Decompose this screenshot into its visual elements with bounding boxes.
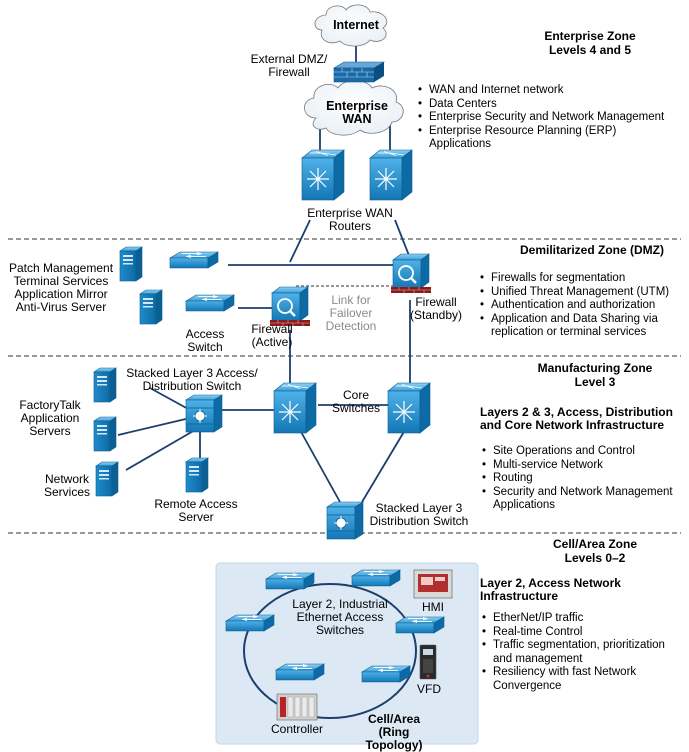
bullet: Enterprise Security and Network Manageme… — [418, 111, 664, 125]
stacked-l3-access-switch — [185, 394, 223, 433]
external-dmz-label: External DMZ/ Firewall — [250, 52, 328, 79]
wan-router-right — [369, 149, 413, 201]
failover-link-label: Link for Failover Detection — [325, 293, 377, 333]
bullet: Security and Network Management — [482, 486, 673, 500]
manufacturing-heading: Layers 2 & 3, Access, Distribution and C… — [480, 405, 673, 432]
patch-management-label: Patch Management Terminal Services Appli… — [8, 261, 114, 314]
cell-zone-title: Cell/Area Zone — [552, 537, 638, 551]
bullet: Real-time Control — [482, 626, 665, 640]
vfd-label: VFD — [417, 682, 441, 696]
cell-bullets: EtherNet/IP traffic Real-time Control Tr… — [482, 612, 665, 693]
dmz-zone-title: Demilitarized Zone (DMZ) — [519, 243, 664, 257]
network-services-label: Network Services — [43, 472, 90, 499]
hmi-device — [413, 569, 453, 599]
cell-heading: Layer 2, Access Network Infrastructure — [480, 576, 621, 603]
firewall-standby — [389, 252, 433, 295]
bullet: Multi-service Network — [482, 459, 673, 473]
bullet-continued: Convergence — [493, 679, 562, 692]
bullet: Application and Data Sharing via — [480, 313, 669, 327]
enterprise-zone-subtitle: Levels 4 and 5 — [548, 43, 632, 57]
ring-topology — [243, 583, 417, 719]
dmz-access-switch — [185, 294, 235, 312]
bullet-continued: Applications — [429, 138, 492, 150]
vfd-device — [419, 644, 437, 680]
controller-label: Controller — [270, 722, 324, 736]
hmi-label: HMI — [422, 600, 444, 614]
ring-switch-3 — [225, 614, 275, 632]
core-switch-left — [273, 382, 317, 434]
firewall-active-label: Firewall (Active) — [251, 322, 293, 349]
bullet: EtherNet/IP traffic — [482, 612, 665, 626]
bullet: Firewalls for segmentation — [480, 272, 669, 286]
patch-server-1 — [119, 246, 143, 282]
factorytalk-server-1 — [93, 367, 117, 403]
bullet: Data Centers — [418, 98, 664, 112]
ring-switch-2 — [351, 569, 401, 587]
dmz-switch-top — [169, 251, 219, 269]
ring-switch-5 — [275, 663, 325, 681]
factorytalk-server-2 — [93, 416, 117, 452]
firewall-standby-label: Firewall (Standby) — [409, 295, 463, 322]
bullet-continued: replication or terminal services — [491, 326, 647, 338]
bullet: Site Operations and Control — [482, 445, 673, 459]
access-switch-label: Access Switch — [185, 327, 225, 354]
stacked-l3-distribution-switch — [326, 501, 364, 540]
ring-switch-6 — [361, 665, 411, 683]
ring-switch-4 — [395, 616, 445, 634]
stacked-l3-dist-label: Stacked Layer 3 Distribution Switch — [369, 501, 469, 528]
cell-area-label: Cell/Area (Ring Topology) — [365, 712, 423, 752]
bullet-continued: Applications — [493, 499, 556, 511]
bullet: Enterprise Resource Planning (ERP) — [418, 125, 664, 139]
bullet: Unified Threat Management (UTM) — [480, 286, 669, 300]
enterprise-wan-label: Enterprise WAN — [326, 99, 388, 126]
internet-cloud-shape — [314, 4, 388, 47]
cell-zone-subtitle: Levels 0–2 — [564, 551, 626, 565]
wan-router-left — [301, 149, 345, 201]
bullet-continued: and management — [493, 652, 583, 665]
enterprise-zone-title: Enterprise Zone — [544, 29, 636, 43]
factorytalk-label: FactoryTalk Application Servers — [19, 398, 81, 438]
bullet: Routing — [482, 472, 673, 486]
manufacturing-bullets: Site Operations and Control Multi-servic… — [482, 445, 673, 513]
stacked-l3-access-label: Stacked Layer 3 Access/ Distribution Swi… — [126, 366, 258, 393]
links — [117, 40, 411, 503]
remote-access-label: Remote Access Server — [154, 497, 238, 524]
bullet: Traffic segmentation, prioritization — [482, 639, 665, 653]
bullet: WAN and Internet network — [418, 84, 664, 98]
enterprise-wan-cloud-shape — [304, 80, 404, 136]
bullet: Authentication and authorization — [480, 299, 669, 313]
external-dmz-firewall — [332, 61, 386, 83]
controller-device — [276, 693, 318, 721]
wan-routers-label: Enterprise WAN Routers — [307, 206, 393, 233]
bullet: Resiliency with fast Network — [482, 666, 665, 680]
dmz-bullets: Firewalls for segmentation Unified Threa… — [480, 272, 669, 340]
manufacturing-zone-subtitle: Level 3 — [574, 375, 616, 389]
internet-label: Internet — [333, 18, 379, 32]
patch-server-2 — [139, 289, 163, 325]
remote-access-server — [185, 457, 209, 493]
ring-switch-1 — [265, 572, 315, 590]
enterprise-bullets: WAN and Internet network Data Centers En… — [418, 84, 664, 152]
core-switch-right — [387, 382, 431, 434]
firewall-active — [268, 285, 312, 328]
core-switches-label: Core Switches — [331, 388, 381, 415]
manufacturing-zone-title: Manufacturing Zone — [537, 361, 653, 375]
layer2-switches-label: Layer 2, Industrial Ethernet Access Swit… — [292, 597, 388, 637]
